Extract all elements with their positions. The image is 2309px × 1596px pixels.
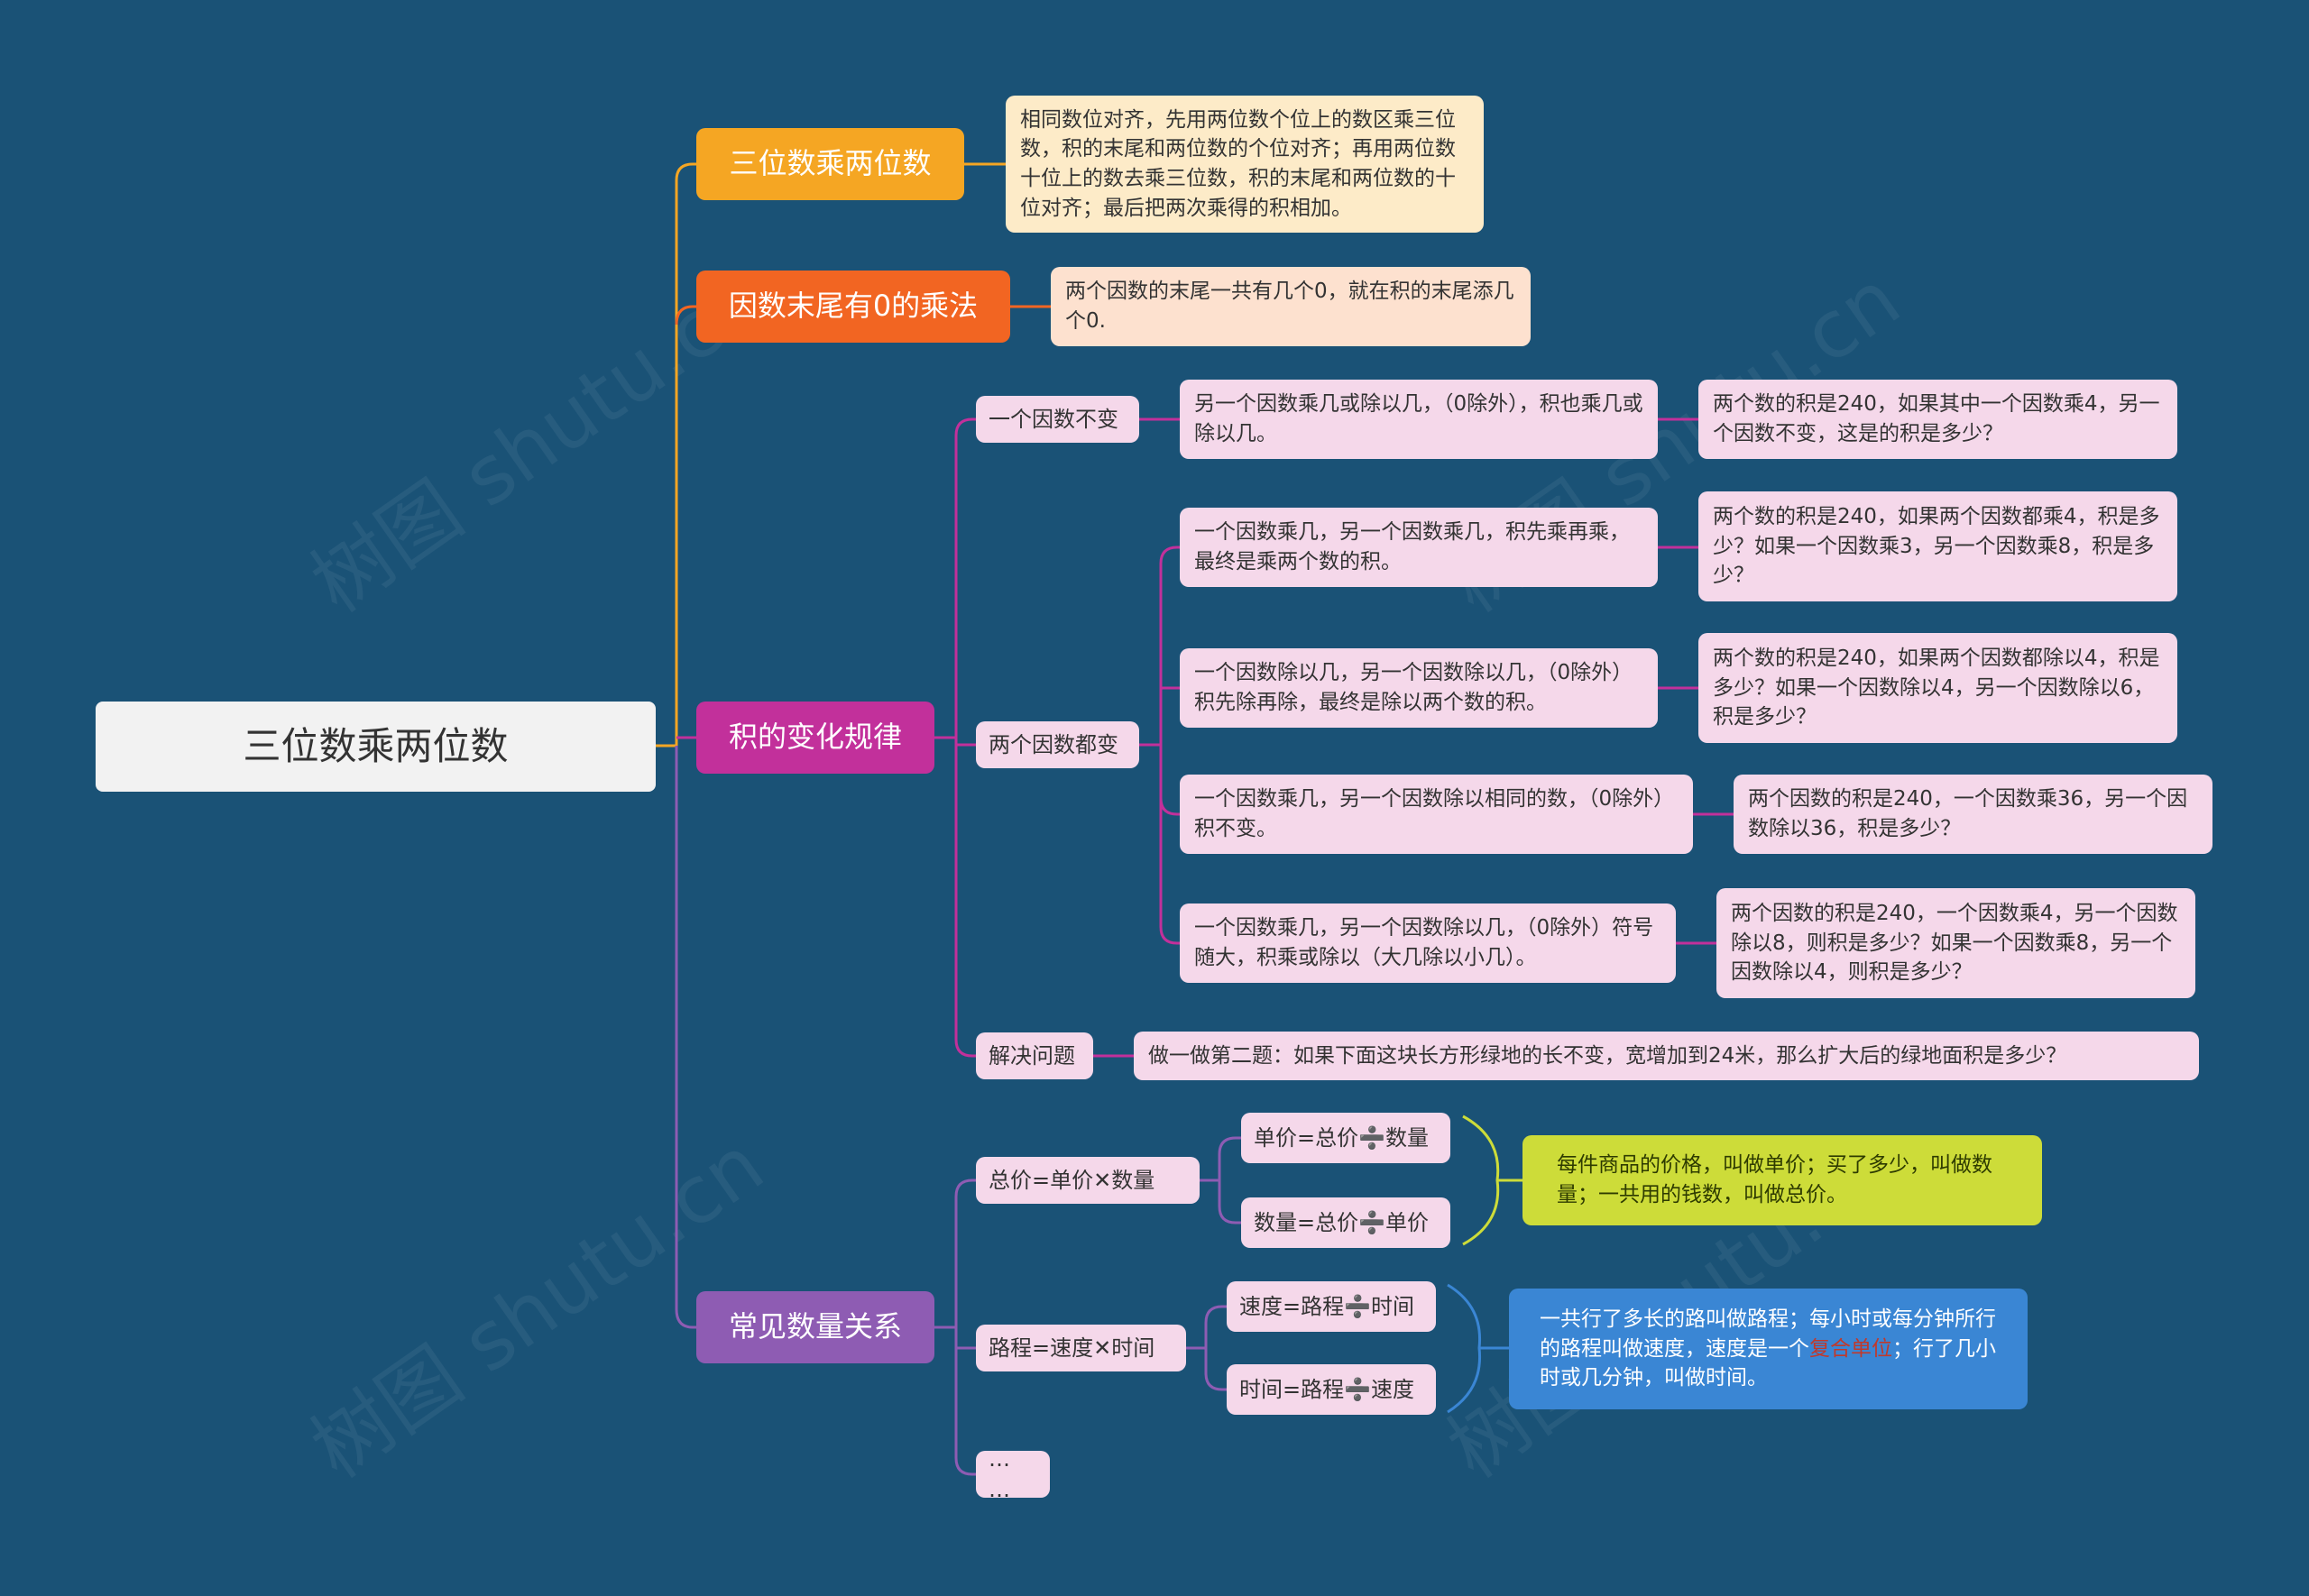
sub-solve-problems[interactable]: 解决问题 [976,1032,1093,1079]
example-both-multiply[interactable]: 两个数的积是240，如果两个因数都乘4，积是多少？如果一个因数乘3，另一个因数乘… [1698,491,2177,601]
formula-quantity[interactable]: 数量=总价➗单价 [1241,1197,1450,1248]
branch-three-digit-multiplication[interactable]: 三位数乘两位数 [696,128,964,200]
formula-time[interactable]: 时间=路程➗速度 [1227,1364,1436,1415]
rule-multiply-divide-different[interactable]: 一个因数乘几，另一个因数除以几，（0除外）符号随大，积乘或除以（大几除以小几）。 [1180,903,1676,983]
connector-jb-up [954,417,976,738]
note-motion-highlight: 复合单位 [1809,1336,1892,1361]
sub-total-price-formula[interactable]: 总价=单价✕数量 [976,1157,1200,1204]
connector-both-down [1159,745,1180,945]
connector-jb-down [954,738,976,1058]
desc-three-digit-method[interactable]: 相同数位对齐，先用两位数个位上的数区乘三位数，积的末尾和两位数的个位对齐；再用两… [1006,96,1484,233]
connector-both-up [1159,546,1180,745]
connector-branch-2 [675,305,696,326]
connector-both-r2 [1159,686,1180,691]
example-solve-problems[interactable]: 做一做第二题：如果下面这块长方形绿地的长不变，宽增加到24米，那么扩大后的绿地面… [1134,1032,2199,1080]
formula-speed[interactable]: 速度=路程➗时间 [1227,1281,1436,1332]
branch-common-quantity-relations[interactable]: 常见数量关系 [696,1291,934,1363]
example-one-factor-unchanged[interactable]: 两个数的积是240，如果其中一个因数乘4，另一个因数不变，这是的积是多少？ [1698,380,2177,459]
rule-multiply-divide-same[interactable]: 一个因数乘几，另一个因数除以相同的数，（0除外）积不变。 [1180,775,1693,854]
connector-both-r3 [1159,745,1180,816]
bracket-road [1447,1283,1509,1414]
note-motion-part: ；行了几小时或几分钟，叫做时间。 [1540,1336,1996,1390]
branch-product-change-rule[interactable]: 积的变化规律 [696,702,934,774]
bracket-total [1462,1114,1522,1246]
connector-cj-up [954,1179,976,1327]
note-price-definitions[interactable]: 每件商品的价格，叫做单价；买了多少，叫做数量；一共用的钱数，叫做总价。 [1522,1135,2042,1225]
connector-road [1186,1305,1227,1391]
note-motion-definitions[interactable]: 一共行了多长的路叫做路程；每小时或每分钟所行的路程叫做速度，速度是一个复合单位；… [1509,1289,2028,1409]
sub-both-factors-change[interactable]: 两个因数都变 [976,721,1139,768]
example-multiply-divide-different[interactable]: 两个因数的积是240，一个因数乘4，另一个因数除以8，则积是多少？如果一个因数乘… [1716,888,2195,998]
note-motion-text: 一共行了多长的路叫做路程；每小时或每分钟所行的路程叫做速度，速度是一个复合单位；… [1540,1305,1997,1393]
example-both-divide[interactable]: 两个数的积是240，如果两个因数都除以4，积是多少？如果一个因数除以4，另一个因… [1698,633,2177,743]
desc-trailing-zero-rule[interactable]: 两个因数的末尾一共有几个0，就在积的末尾添几个0. [1051,267,1531,346]
rule-one-factor-unchanged[interactable]: 另一个因数乘几或除以几，（0除外），积也乘几或除以几。 [1180,380,1658,459]
note-motion-part: 一共行了多长的路叫做路程；每小时或每分钟所行的路程叫做速度，速度是一个 [1540,1307,1996,1361]
rule-both-divide[interactable]: 一个因数除以几，另一个因数除以几，（0除外）积先除再除，最终是除以两个数的积。 [1180,648,1658,728]
connector-trunk-purple [675,746,696,1329]
example-multiply-divide-same[interactable]: 两个因数的积是240，一个因数乘36，另一个因数除以36，积是多少？ [1734,775,2212,854]
connector-total [1200,1136,1241,1225]
branch-trailing-zero-multiplication[interactable]: 因数末尾有0的乘法 [696,271,1010,343]
rule-both-multiply[interactable]: 一个因数乘几，另一个因数乘几，积先乘再乘，最终是乘两个数的积。 [1180,508,1658,587]
connector-cj-down [954,1327,976,1476]
root-topic[interactable]: 三位数乘两位数 [96,702,656,792]
sub-distance-formula[interactable]: 路程=速度✕时间 [976,1325,1186,1371]
formula-unit-price[interactable]: 单价=总价➗数量 [1241,1113,1450,1163]
sub-more-relations[interactable]: … … [976,1446,1050,1502]
sub-one-factor-unchanged[interactable]: 一个因数不变 [976,396,1139,443]
connector-trunk-orange [675,162,696,746]
